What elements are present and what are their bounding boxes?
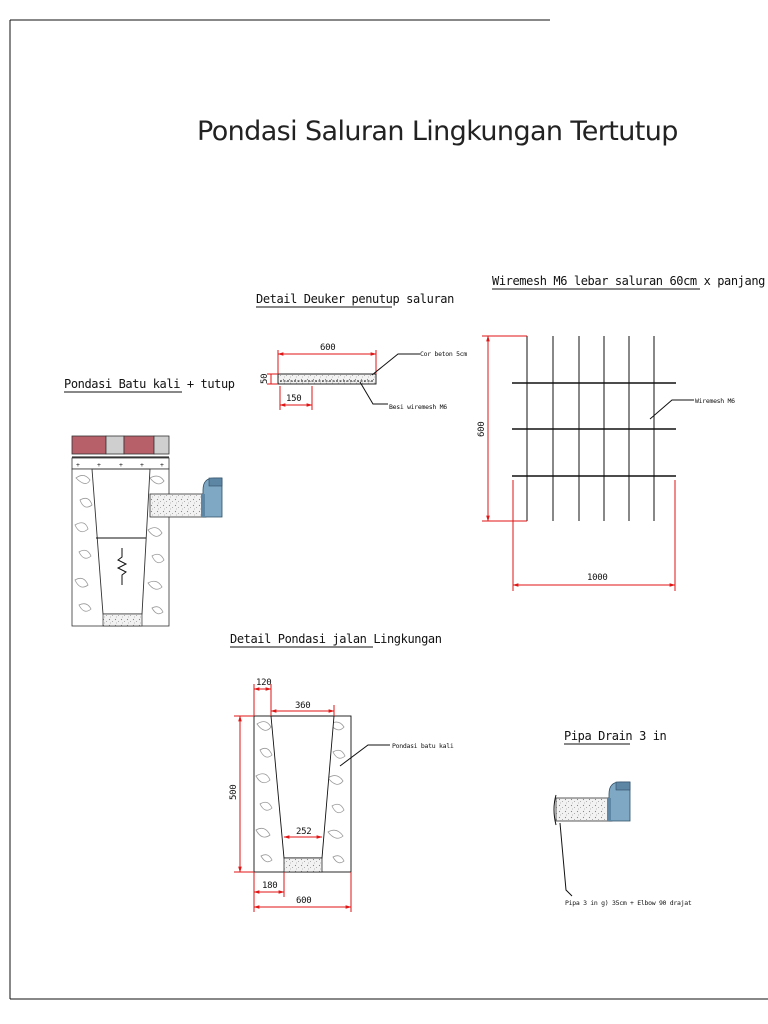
svg-text:+: + [97,461,101,469]
deuker-heading: Detail Deuker penutup saluran [256,292,454,306]
total-width-dim: 600 [296,896,311,906]
deuker-width-dim: 600 [320,343,335,353]
drain-pipe-side [149,477,223,518]
pipa-heading: Pipa Drain 3 in [564,729,667,743]
top-opening-dim: 360 [295,701,310,711]
wiremesh-grid [512,336,676,521]
wiremesh-note: Wiremesh M6 [695,397,735,405]
pondasi-jalan-heading: Detail Pondasi jalan Lingkungan [230,632,442,646]
deuker-section: Detail Deuker penutup saluran 600 50 150… [256,292,468,411]
bottom-opening-dim: 252 [296,827,311,837]
drawing-title: Pondasi Saluran Lingkungan Tertutup [197,116,678,147]
deuker-height-dim: 50 [260,374,270,384]
base-offset-dim: 180 [262,881,277,891]
deuker-slab [277,373,377,385]
wiremesh-section: Wiremesh M6 lebar saluran 60cm x panjang… [477,274,768,591]
deuker-edge-dim: 150 [286,394,301,404]
pondasi-tutup-heading: Pondasi Batu kali + tutup [64,377,235,391]
sheet-border [9,19,768,1000]
svg-text:+: + [160,461,164,469]
deuker-note-bottom: Besi wiremesh M6 [389,403,447,411]
svg-text:+: + [140,461,144,469]
svg-text:+: + [76,461,80,469]
wiremesh-heading: Wiremesh M6 lebar saluran 60cm x panjang… [492,274,768,288]
wiremesh-height-dim: 600 [477,422,487,437]
deuker-note-top: Cor beton 5cm [420,350,467,358]
water-level-symbol [116,548,128,585]
pipa-section: Pipa Drain 3 in Pipa 3 in g) 35cm + Elbo… [553,729,692,907]
svg-text:+: + [119,461,123,469]
pondasi-jalan-note: Pondasi batu kali [392,742,454,750]
pipa-note: Pipa 3 in g) 35cm + Elbow 90 drajat [565,899,692,907]
wall-width-dim: 120 [256,678,271,688]
pondasi-jalan-section: Detail Pondasi jalan Lingkungan 120 360 … [229,632,454,912]
stone-wall [71,468,170,627]
pondasi-tutup-section: Pondasi Batu kali + tutup + + + + + [64,377,235,627]
wiremesh-width-dim: 1000 [587,573,607,583]
pondasi-jalan-wall [253,715,352,873]
pondasi-height-dim: 500 [229,785,239,800]
cover-slab: + + + + + [71,435,170,470]
drain-pipe-detail [553,781,631,826]
